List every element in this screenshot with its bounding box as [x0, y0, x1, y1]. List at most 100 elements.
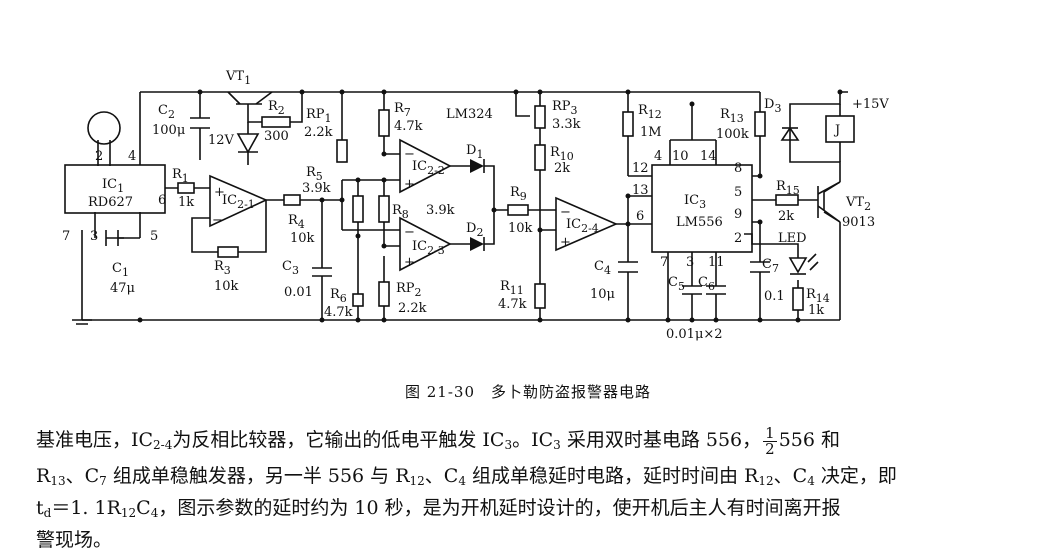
opamp-ic2-3	[399, 216, 452, 272]
ic3-pin3: 3	[686, 255, 694, 270]
resistor-r9	[507, 204, 529, 216]
capacitor-c2	[190, 117, 210, 129]
ic2-2-plus: +	[404, 177, 415, 192]
label-r3: R3	[214, 259, 231, 277]
label-r11: R11	[500, 279, 524, 297]
ic2-2-minus: −	[404, 147, 415, 162]
capacitor-c4	[618, 261, 638, 273]
value-r12: 1M	[640, 125, 662, 140]
label-r4: R4	[288, 213, 305, 231]
label-d2: D2	[466, 221, 483, 239]
label-r8: R8	[392, 203, 409, 221]
label-r2: R2	[268, 99, 285, 117]
value-r6: 4.7k	[324, 305, 353, 320]
value-r5: 3.9k	[302, 181, 331, 196]
resistor-r13	[754, 111, 766, 137]
transistor-vt2	[812, 181, 841, 223]
label-r13: R13	[720, 107, 744, 125]
label-vt2: VT2	[845, 195, 871, 213]
label-c1: C1	[112, 261, 129, 279]
value-c3: 0.01	[284, 285, 313, 300]
ic3-part: LM556	[676, 215, 723, 230]
label-rp3: RP3	[552, 99, 578, 117]
resistor-r12	[622, 111, 634, 137]
ic2-4-plus: +	[560, 235, 571, 250]
opamp-ic2-4	[555, 196, 619, 252]
resistor-r15	[775, 194, 799, 206]
label-r1: R1	[172, 167, 189, 185]
opamp-ic2-2	[399, 138, 452, 194]
value-rp2: 2.2k	[398, 301, 427, 316]
label-r15: R15	[776, 179, 800, 197]
label-rp2: RP2	[396, 281, 422, 299]
label-relay: J	[833, 123, 840, 138]
capacitor-c5	[682, 285, 702, 295]
transistor-vt1	[236, 103, 262, 110]
ic3-pin12: 12	[632, 161, 649, 176]
value-c4: 10μ	[590, 287, 615, 302]
paragraph-line-2: R13、C7 组成单稳触发器，另一半 556 与 R12、C4 组成单稳延时电路…	[36, 465, 897, 488]
resistor-r11	[534, 283, 546, 309]
ground-symbol	[72, 319, 92, 325]
ic3-pin14: 14	[700, 149, 717, 164]
ic1-box	[64, 164, 166, 214]
potentiometer-rp1	[336, 139, 348, 163]
ic1-pin3: 3	[90, 229, 98, 244]
label-lm324: LM324	[446, 107, 493, 122]
label-r9: R9	[510, 185, 527, 203]
value-r11: 4.7k	[498, 297, 527, 312]
resistor-r2	[261, 116, 291, 128]
resistor-r4	[283, 194, 301, 206]
label-zener: 12V	[208, 133, 235, 148]
ic3-box	[651, 164, 753, 253]
label-ic2-4: IC2-4	[566, 217, 599, 235]
label-ic3: IC3	[684, 193, 706, 211]
label-led: LED	[778, 231, 807, 246]
label-c2: C2	[158, 103, 175, 121]
label-r7: R7	[394, 101, 411, 119]
junction-dots	[137, 89, 843, 323]
ic1-part: RD627	[88, 195, 133, 210]
ic2-1-plus: +	[214, 185, 225, 200]
zener-diode	[236, 133, 260, 154]
ic3-pin4: 4	[654, 149, 662, 164]
label-r10: R10	[550, 145, 574, 163]
value-c7: 0.1	[764, 289, 785, 304]
value-c5-c6: 0.01μ×2	[666, 327, 723, 342]
label-vt1: VT1	[225, 69, 251, 87]
potentiometer-rp3	[534, 105, 546, 129]
led-indicator	[788, 253, 819, 275]
vt2-part: 9013	[842, 215, 875, 230]
label-r5: R5	[306, 165, 323, 183]
diode-d3	[780, 126, 800, 141]
value-r7: 4.7k	[394, 119, 423, 134]
resistor-r6	[352, 293, 364, 307]
ic2-1-minus: −	[212, 213, 223, 228]
ic3-pin9: 9	[734, 207, 742, 222]
label-c7: C7	[762, 257, 779, 275]
capacitor-c6	[706, 285, 726, 295]
ic1-pin4: 4	[128, 149, 136, 164]
label-r12: R12	[638, 103, 662, 121]
paragraph-line-4: 警现场。	[36, 529, 113, 551]
ic2-3-minus: −	[404, 225, 415, 240]
value-r10: 2k	[554, 161, 570, 176]
value-rp3: 3.3k	[552, 117, 581, 132]
value-r13: 100k	[716, 127, 749, 142]
label-ic2-3: IC2-3	[412, 239, 445, 257]
label-ic1: IC1	[102, 177, 124, 195]
value-r2: 300	[264, 129, 289, 144]
label-c5: C5	[668, 275, 685, 293]
value-c1: 47μ	[110, 281, 135, 296]
ic3-pin7: 7	[660, 255, 668, 270]
resistor-r5	[352, 195, 364, 223]
ic3-pin2: 2	[734, 231, 742, 246]
label-r6: R6	[330, 287, 347, 305]
circuit-schematic: VT1 C2 100μ R2 300 12V RP1 2.2k R7 4.7k …	[62, 69, 889, 342]
label-ic2-2: IC2-2	[412, 159, 445, 177]
opamp-ic2-1	[209, 174, 268, 228]
label-r14: R14	[806, 287, 830, 305]
ic2-3-plus: +	[404, 255, 415, 270]
ic3-pin11: 11	[708, 255, 725, 270]
